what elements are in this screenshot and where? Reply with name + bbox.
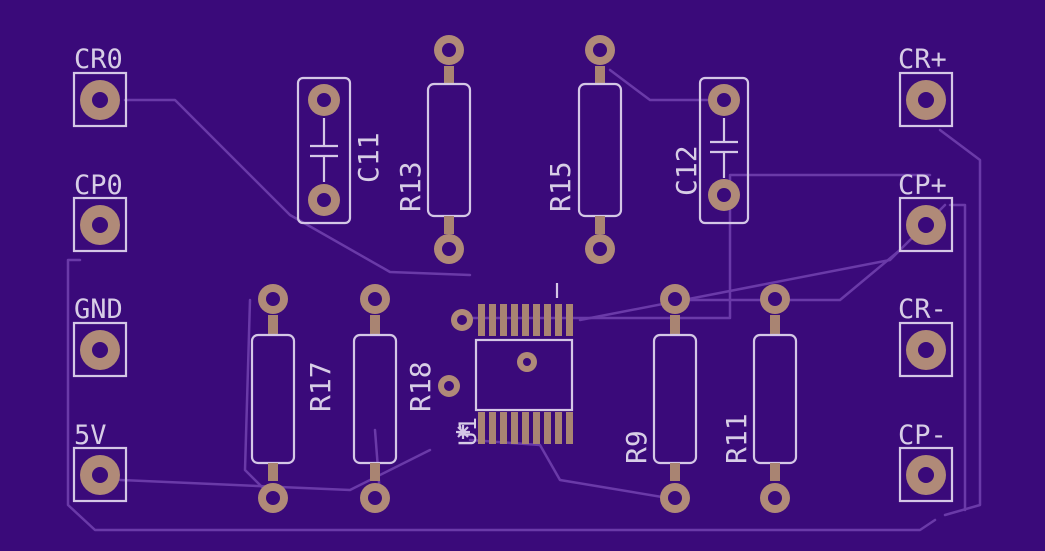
connector-label: CR+ xyxy=(898,44,947,75)
resistor-r17[interactable]: R17 xyxy=(250,284,337,513)
drill-hole xyxy=(317,193,331,207)
resistor-lead xyxy=(268,315,278,335)
resistor-lead xyxy=(770,315,780,335)
capacitor-c11[interactable]: C11 xyxy=(296,76,385,225)
connector-label: CP- xyxy=(898,420,947,451)
resistor-r15[interactable]: R15 xyxy=(544,35,623,264)
drill-hole xyxy=(593,43,607,57)
drill-hole xyxy=(266,292,280,306)
capacitor-outline xyxy=(296,76,352,225)
drill-hole xyxy=(668,292,682,306)
connector-cr-plus[interactable]: CR+ xyxy=(898,44,954,128)
resistor-lead xyxy=(670,315,680,335)
connector-outline xyxy=(72,321,128,378)
ic-u1[interactable]: U1 xyxy=(438,283,574,446)
resistor-lead xyxy=(444,216,454,234)
resistor-lead xyxy=(595,216,605,234)
resistor-r11[interactable]: R11 xyxy=(720,284,798,513)
ic-outline xyxy=(474,338,574,412)
connector-outline xyxy=(898,71,954,128)
connector-5v[interactable]: 5V xyxy=(72,420,128,503)
drill-hole xyxy=(317,93,331,107)
connector-cp0[interactable]: CP0 xyxy=(72,170,128,253)
drill-hole xyxy=(92,217,108,233)
drill-hole xyxy=(92,467,108,483)
drill-hole xyxy=(717,188,731,202)
connector-cp-plus[interactable]: CP+ xyxy=(898,170,954,253)
resistor-lead xyxy=(444,66,454,84)
drill-hole xyxy=(717,93,731,107)
drill-hole xyxy=(593,242,607,256)
connector-label: 5V xyxy=(74,420,107,451)
drill-hole xyxy=(442,242,456,256)
capacitor-outline xyxy=(698,76,750,225)
drill-hole xyxy=(918,92,934,108)
component-label: R9 xyxy=(620,430,653,464)
resistor-r9[interactable]: R9 xyxy=(620,284,698,513)
drill-hole xyxy=(918,342,934,358)
origin-mark-icon xyxy=(456,425,470,439)
component-label: C12 xyxy=(670,145,703,196)
drill-hole xyxy=(918,467,934,483)
connector-outline xyxy=(898,321,954,378)
drill-hole xyxy=(92,342,108,358)
resistor-lead xyxy=(370,315,380,335)
component-label: C11 xyxy=(352,132,385,183)
connector-label: CP+ xyxy=(898,170,947,201)
resistor-lead xyxy=(770,463,780,481)
connector-label: CR0 xyxy=(74,44,123,75)
connector-label: GND xyxy=(74,294,123,325)
resistor-lead xyxy=(370,463,380,481)
drill-hole xyxy=(92,92,108,108)
drill-hole xyxy=(768,292,782,306)
resistor-lead xyxy=(670,463,680,481)
capacitor-c12[interactable]: C12 xyxy=(670,76,750,225)
component-label: R11 xyxy=(720,413,753,464)
drill-hole xyxy=(668,491,682,505)
drill-hole xyxy=(442,43,456,57)
connector-cr-minus[interactable]: CR- xyxy=(898,294,954,378)
resistor-lead xyxy=(268,463,278,481)
drill-hole xyxy=(523,358,531,366)
drill-hole xyxy=(368,292,382,306)
connector-outline xyxy=(72,446,128,503)
connector-outline xyxy=(72,71,128,128)
connector-cp-minus[interactable]: CP- xyxy=(898,420,954,503)
resistor-lead xyxy=(595,66,605,84)
ic-pins-bottom xyxy=(478,412,573,444)
component-label: R17 xyxy=(304,361,337,412)
drill-hole xyxy=(266,491,280,505)
connector-label: CP0 xyxy=(74,170,123,201)
connector-cr0[interactable]: CR0 xyxy=(72,44,128,128)
resistor-r18[interactable]: R18 xyxy=(352,284,437,513)
connector-gnd[interactable]: GND xyxy=(72,294,128,378)
connector-outline xyxy=(898,196,954,253)
component-label: R13 xyxy=(394,161,427,212)
drill-hole xyxy=(457,315,467,325)
drill-hole xyxy=(918,217,934,233)
component-label: R15 xyxy=(544,161,577,212)
drill-hole xyxy=(768,491,782,505)
connector-outline xyxy=(898,446,954,503)
connector-outline xyxy=(72,196,128,253)
drill-hole xyxy=(368,491,382,505)
connector-label: CR- xyxy=(898,294,947,325)
ic-pins-top xyxy=(478,304,573,336)
component-label: R18 xyxy=(404,361,437,412)
resistor-r13[interactable]: R13 xyxy=(394,35,472,264)
drill-hole xyxy=(444,381,454,391)
